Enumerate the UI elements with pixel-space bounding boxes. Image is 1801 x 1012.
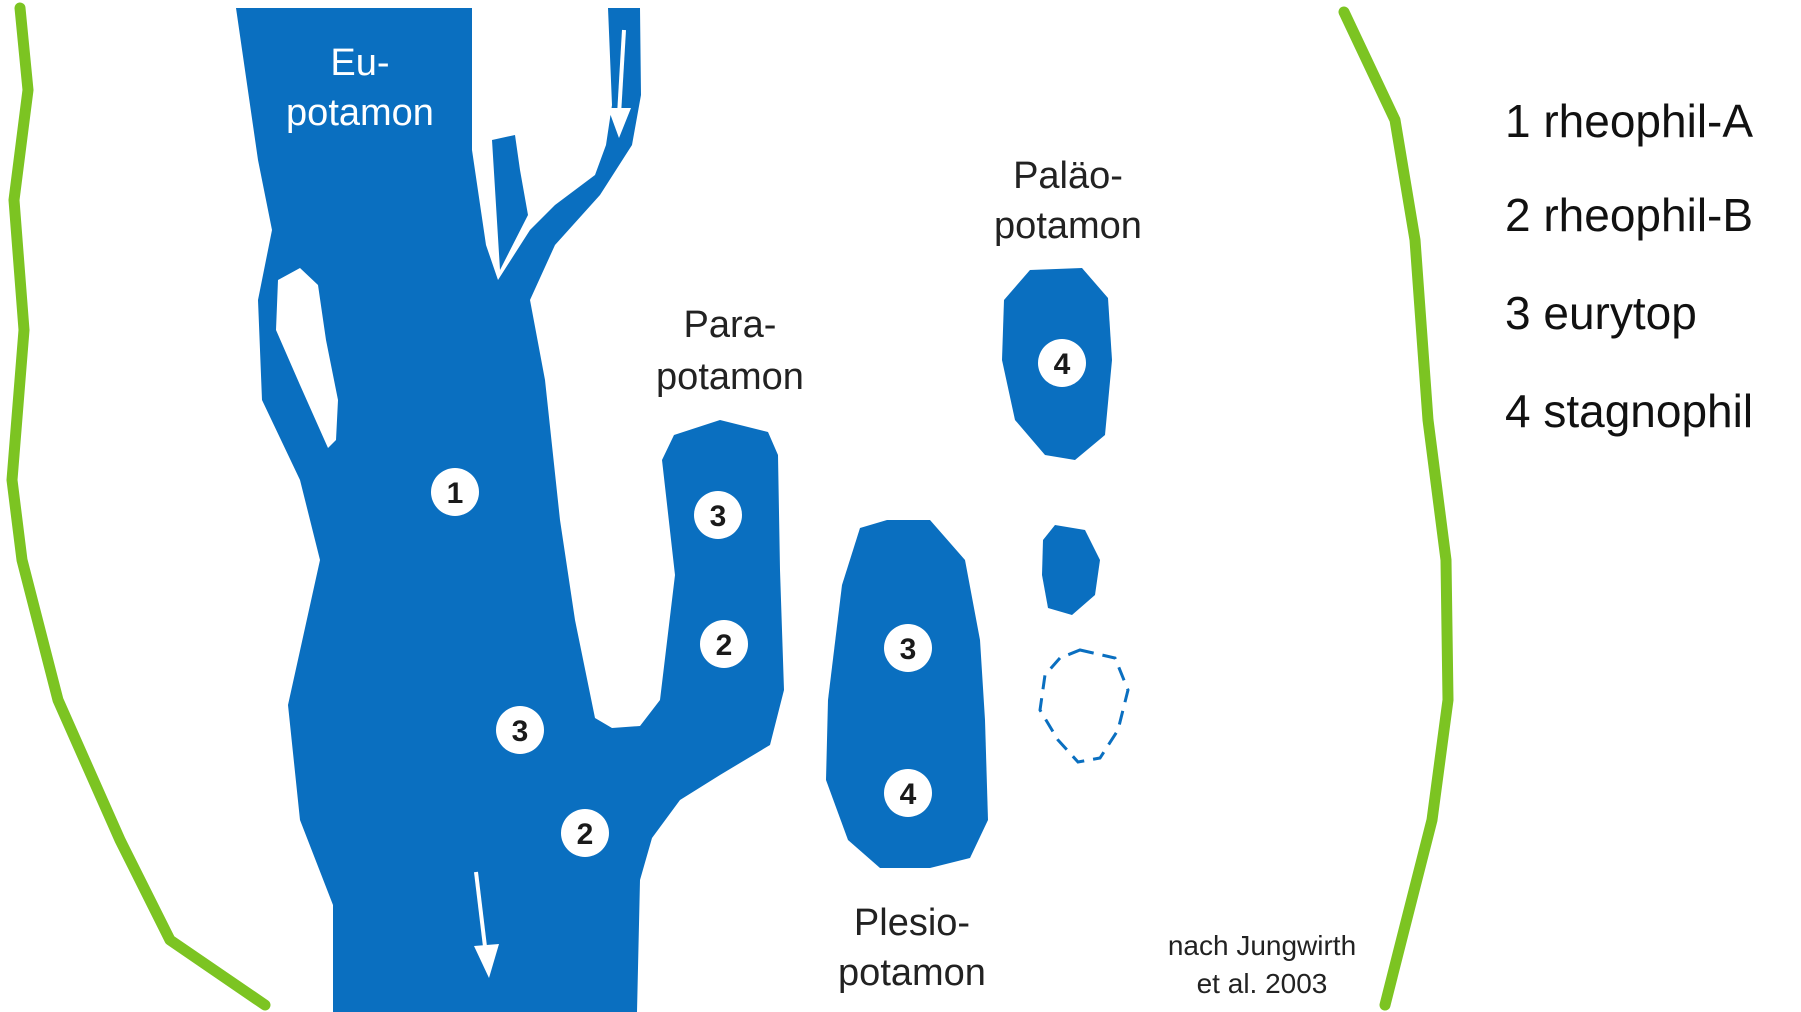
label-eupotamon-line2: potamon [286, 92, 434, 134]
legend-item-rheophil-b: 2 rheophil-B [1505, 189, 1753, 241]
marker-parapotamon-2: 2 [700, 620, 748, 668]
svg-text:2: 2 [577, 818, 594, 851]
label-plesiopotamon-line1: Plesio- [854, 902, 970, 944]
legend-item-stagnophil: 4 stagnophil [1505, 385, 1753, 437]
label-plesiopotamon-line2: potamon [838, 952, 986, 994]
label-parapotamon-line1: Para- [684, 304, 777, 346]
svg-text:1: 1 [447, 477, 464, 510]
svg-text:3: 3 [512, 715, 529, 748]
marker-eupotamon-3: 3 [496, 706, 544, 754]
legend-item-eurytop: 3 eurytop [1505, 287, 1697, 339]
left-bank-line [12, 8, 265, 1005]
svg-text:3: 3 [900, 633, 917, 666]
citation-line2: et al. 2003 [1197, 968, 1328, 999]
label-parapotamon-line2: potamon [656, 356, 804, 398]
legend: 1 rheophil-A 2 rheophil-B 3 eurytop 4 st… [1505, 95, 1753, 437]
label-palaeopotamon-line1: Paläo- [1013, 155, 1123, 197]
citation-line1: nach Jungwirth [1168, 930, 1356, 961]
small-pond [1042, 525, 1100, 615]
marker-eupotamon-1: 1 [431, 468, 479, 516]
dried-pond-outline [1040, 650, 1128, 762]
svg-text:3: 3 [710, 500, 727, 533]
marker-parapotamon-3: 3 [694, 491, 742, 539]
svg-text:4: 4 [900, 778, 917, 811]
label-palaeopotamon-line2: potamon [994, 205, 1142, 247]
label-eupotamon-line1: Eu- [330, 42, 389, 84]
svg-text:4: 4 [1054, 348, 1071, 381]
svg-text:2: 2 [716, 629, 733, 662]
marker-plesiopotamon-4: 4 [884, 769, 932, 817]
marker-plesiopotamon-3: 3 [884, 624, 932, 672]
right-bank-line [1344, 12, 1448, 1005]
marker-palaeopotamon-4: 4 [1038, 339, 1086, 387]
legend-item-rheophil-a: 1 rheophil-A [1505, 95, 1753, 147]
marker-eupotamon-2: 2 [561, 809, 609, 857]
